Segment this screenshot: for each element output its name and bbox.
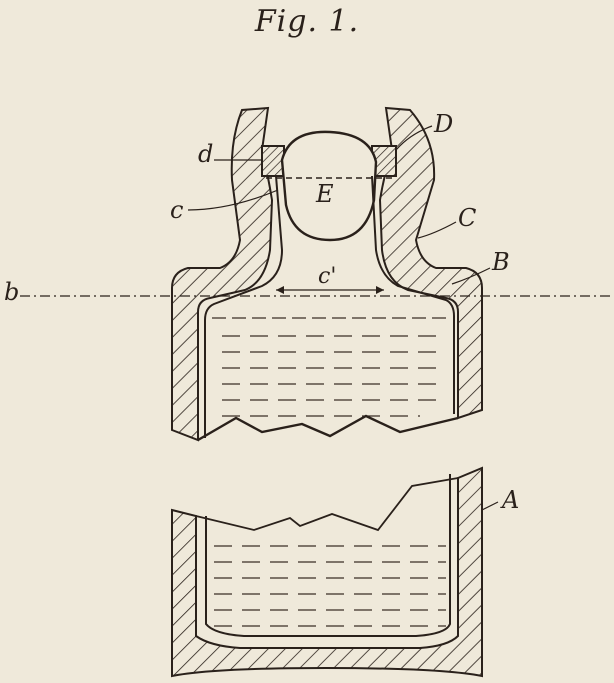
label-b: b [4, 278, 20, 306]
leader-A [481, 501, 499, 511]
inner-tube-left [204, 175, 284, 438]
liquid-lower [214, 545, 446, 627]
break-lower [195, 477, 459, 532]
label-c: c [170, 196, 184, 224]
leader-C [417, 221, 457, 239]
label-C: C [458, 204, 477, 232]
label-d: d [198, 140, 214, 168]
label-E: E [316, 180, 334, 208]
leader-B [451, 267, 491, 285]
liquid-upper [212, 317, 450, 417]
label-c-prime: c' [318, 264, 337, 289]
label-D: D [434, 110, 454, 138]
label-B: B [492, 248, 510, 276]
leader-D [395, 125, 433, 151]
upper-left-wall [171, 106, 274, 442]
figure-title: Fig. 1. [254, 4, 360, 39]
lower-left-wall [171, 466, 483, 678]
arrow-head-left [276, 286, 284, 294]
arrow-head-right [376, 286, 384, 294]
inner-tube-right [371, 175, 455, 414]
leader-c [187, 189, 279, 211]
break-upper [197, 414, 459, 442]
inner-tube-lower [205, 474, 451, 637]
label-A: A [502, 486, 520, 514]
neck-ring-left [261, 145, 285, 177]
